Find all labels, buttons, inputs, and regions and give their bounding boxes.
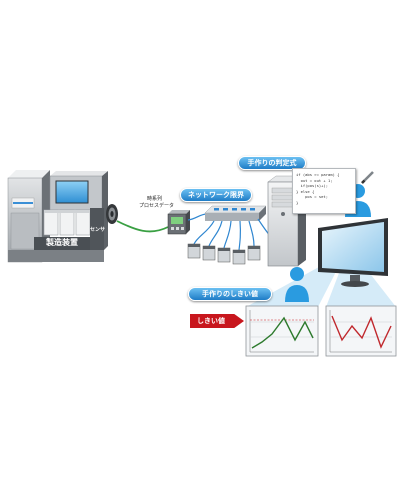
code-sheet: if (abs >= param) { out = out + 1; if(po… xyxy=(292,168,356,214)
network-switch-icon xyxy=(204,205,267,221)
code-line: pos = set; xyxy=(296,194,329,200)
right-trend-chart xyxy=(325,305,397,357)
timeseries-label-line2: プロセスデータ xyxy=(139,203,175,209)
code-line: if (abs >= param) { xyxy=(296,172,340,177)
left-trend-line xyxy=(251,316,314,349)
person-icon xyxy=(285,267,309,302)
machine-label: 製造装置 xyxy=(46,238,78,247)
timeseries-label-line1: 時系列 xyxy=(147,196,163,202)
code-line: } xyxy=(296,199,299,205)
sensor-cable xyxy=(116,220,169,233)
monitor-icon xyxy=(318,218,388,287)
manufacturing-equipment xyxy=(7,170,108,263)
code-line: if(pos(s)+); xyxy=(296,183,329,189)
threshold-tag: しきい値 xyxy=(190,314,244,328)
left-trend-chart xyxy=(245,305,319,357)
threshold-title-label: 手作りのしきい値 xyxy=(188,287,272,301)
sensor-label: センサ xyxy=(89,227,105,233)
code-line: out = out + 1; xyxy=(296,177,333,183)
network-cables xyxy=(193,218,273,251)
field-devices xyxy=(187,243,261,265)
formula-label: 手作りの判定式 xyxy=(238,156,306,170)
front-panels xyxy=(43,209,91,236)
sensor-icon xyxy=(106,204,118,224)
network-limit-label: ネットワーク限界 xyxy=(180,188,252,202)
code-line: } else { xyxy=(296,188,315,194)
data-logger xyxy=(167,210,190,235)
right-trend-line xyxy=(331,315,392,349)
pencil-icon xyxy=(361,171,374,184)
uplink-cable xyxy=(187,213,208,221)
